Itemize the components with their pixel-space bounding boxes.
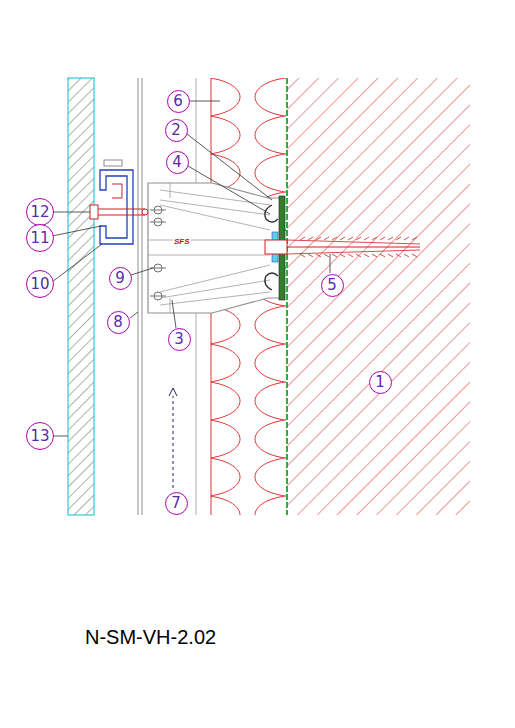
callout-circle: 6 — [167, 90, 190, 113]
wall-hatch — [287, 78, 470, 515]
callout-circle: 7 — [165, 492, 188, 515]
callout-circle: 8 — [107, 311, 130, 334]
anchor-screw — [265, 237, 420, 257]
callout-circle: 1 — [369, 371, 392, 394]
callout-number: 4 — [172, 155, 182, 170]
cladding-panel — [68, 78, 94, 515]
callout-circle: 10 — [26, 270, 54, 298]
callout-circle: 12 — [26, 198, 54, 226]
callout-number: 11 — [30, 231, 49, 246]
callout-circle: 4 — [166, 151, 189, 174]
drawing-number: N-SM-VH-2.02 — [85, 626, 216, 649]
callout-circle: 13 — [26, 422, 54, 450]
callout-number: 3 — [174, 332, 184, 347]
callout-number: 12 — [30, 205, 49, 220]
bracket — [148, 183, 281, 313]
callout-circle: 5 — [321, 274, 344, 297]
callout-number: 5 — [327, 278, 337, 293]
callout-number: 9 — [115, 271, 125, 286]
callout-number: 10 — [30, 277, 49, 292]
callout-number: 2 — [171, 123, 181, 138]
callout-circle: 3 — [168, 328, 191, 351]
callout-number: 13 — [30, 429, 49, 444]
brand-logo: SFS — [173, 238, 191, 246]
callout-circle: 11 — [26, 224, 54, 252]
callout-circle: 9 — [109, 267, 132, 290]
callout-number: 7 — [171, 496, 181, 511]
callout-circle: 2 — [165, 119, 188, 142]
c-profile — [100, 170, 133, 244]
callout-number: 8 — [113, 315, 123, 330]
callout-number: 6 — [173, 94, 183, 109]
callout-number: 1 — [375, 375, 385, 390]
